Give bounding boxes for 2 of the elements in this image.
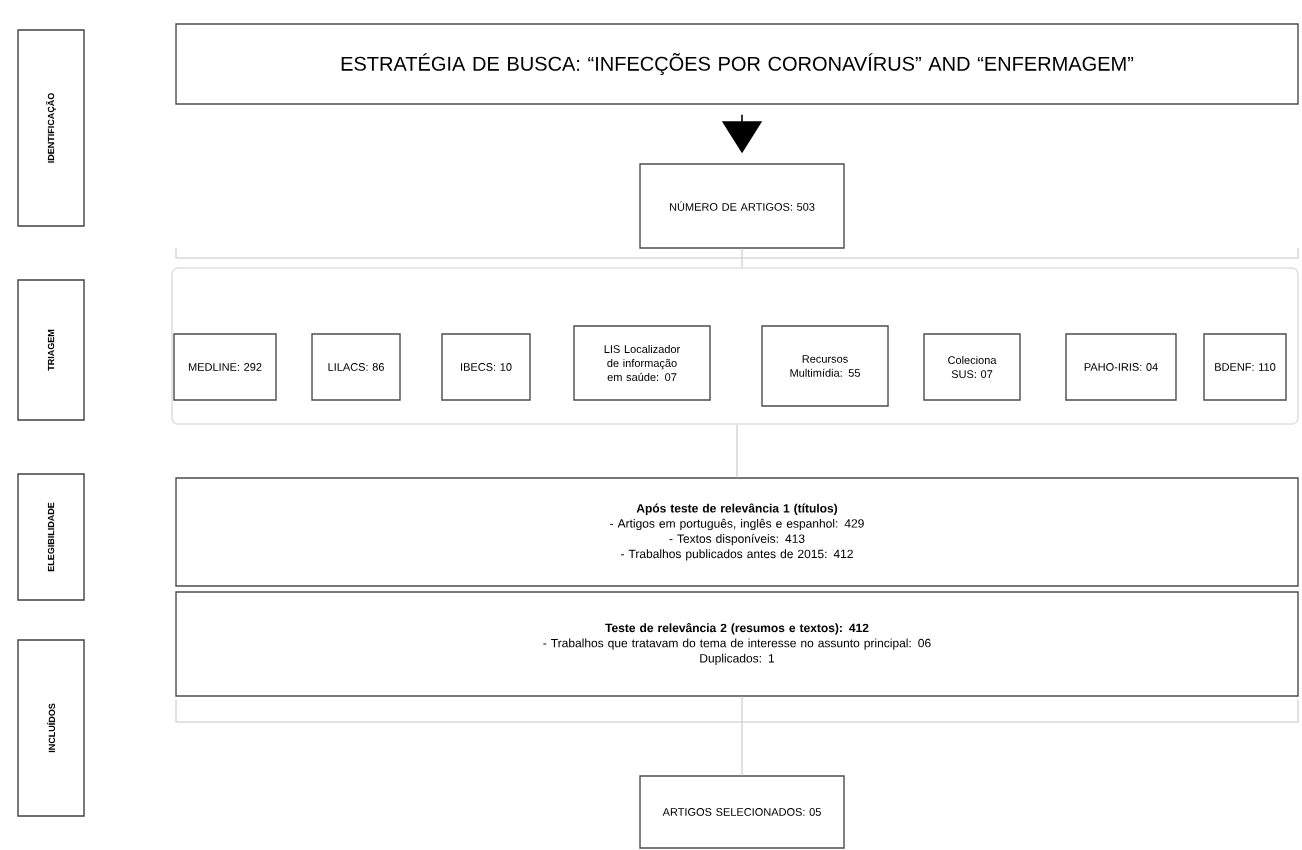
group-band — [171, 267, 1299, 425]
search-strategy-box: ESTRATÉGIA DE BUSCA: “INFECÇÕES POR CORONAVÍRUS” AND “ENFERMAGEM” — [175, 23, 1299, 105]
